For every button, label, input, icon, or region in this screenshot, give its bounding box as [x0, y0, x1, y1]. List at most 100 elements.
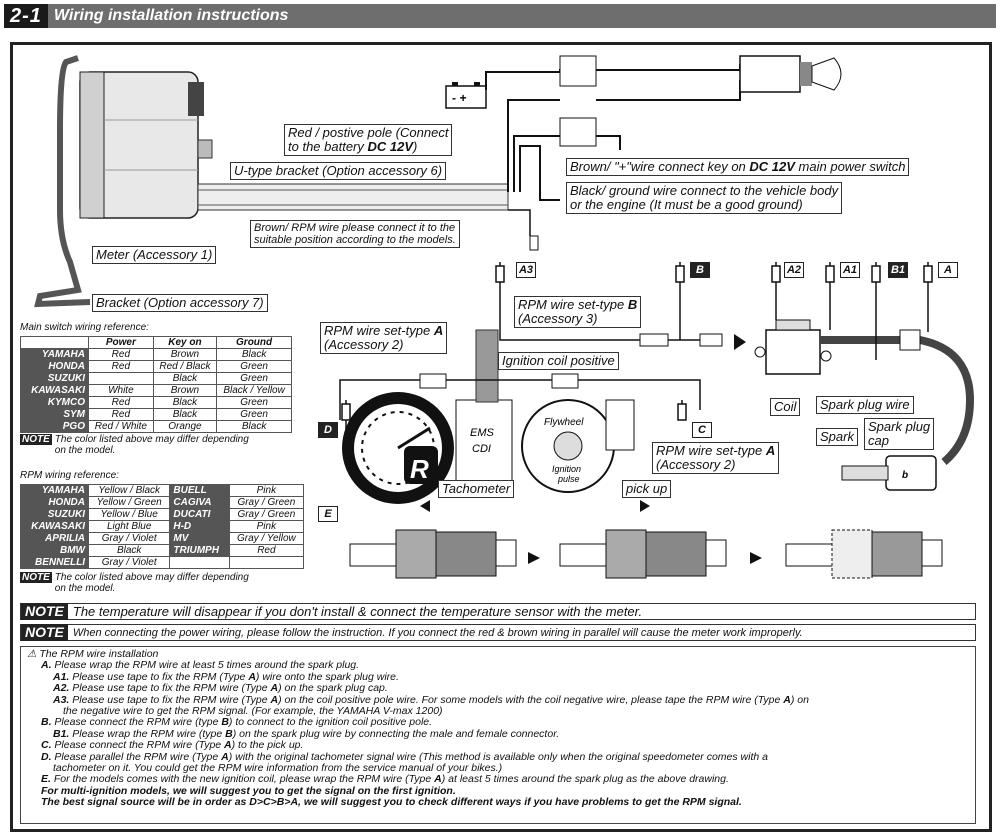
- diagram-frame: [10, 42, 992, 832]
- note-text: on the model.: [54, 583, 116, 594]
- section-header: 2-1 Wiring installation instructions: [4, 4, 996, 28]
- note-badge: NOTE: [20, 434, 52, 445]
- ms-header: Key on: [152, 336, 218, 349]
- ignition-coil: [754, 319, 832, 375]
- instructions-heading: ⚠ The RPM wire installation: [27, 649, 159, 660]
- label-utype-bracket: U-type bracket (Option accessory 6): [230, 162, 447, 180]
- ignition-pulse-label-1: Ignition: [552, 464, 581, 474]
- temperature-note-text: The temperature will disappear if you do…: [72, 604, 643, 619]
- instruction-c: C. Please connect the RPM wire (Type A) …: [41, 740, 304, 752]
- instruction-a3: A3. Please use tape to fix the RPM wire …: [53, 694, 809, 706]
- section-title: Wiring installation instructions: [53, 7, 289, 24]
- coil-drawing-3: [785, 529, 943, 579]
- label-brown-key-wire: Brown/ "+"wire connect key on DC 12V mai…: [566, 158, 910, 176]
- tag-b: B: [690, 262, 710, 278]
- rpm-ref-caption: RPM wiring reference:: [20, 470, 119, 481]
- note-badge: NOTE: [21, 603, 68, 620]
- bracket-shape: [34, 55, 91, 308]
- label-spark: Spark: [816, 428, 858, 446]
- instruction-multi-ignition: For multi-ignition models, we will sugge…: [41, 785, 456, 797]
- main-switch-note: NOTE The color listed above may differ d…: [20, 434, 249, 456]
- note-text: The color listed above may differ depend…: [54, 434, 249, 445]
- tach-letter: R: [410, 454, 429, 484]
- note-badge: NOTE: [21, 624, 68, 641]
- cable-bundle: [197, 183, 509, 211]
- ms-header: Power: [88, 336, 154, 349]
- rpm-instructions: ⚠ The RPM wire installation A. Please wr…: [20, 646, 976, 824]
- label-spark-plug-wire: Spark plug wire: [816, 396, 914, 414]
- coil-drawing-1: [349, 529, 517, 579]
- cdi-label: CDI: [472, 443, 491, 455]
- tag-d: D: [318, 422, 338, 438]
- ignition-pulse-label-2: pulse: [557, 474, 580, 484]
- note-badge: NOTE: [20, 572, 52, 583]
- instruction-a1: A1. Please use tape to fix the RPM (Type…: [53, 671, 399, 683]
- rpm-ref-note: NOTE The color listed above may differ d…: [20, 572, 249, 594]
- flywheel-disc: [521, 399, 635, 493]
- plug-letter: b: [902, 470, 908, 481]
- flywheel-label: Flywheel: [544, 417, 584, 428]
- warning-icon: ⚠: [27, 649, 37, 660]
- label-coil: Coil: [770, 398, 801, 416]
- spark-plug-wire-line: [820, 336, 975, 466]
- instruction-e: E. For the models comes with the new ign…: [41, 774, 729, 786]
- tag-a: A: [938, 262, 958, 278]
- arrow-e-2: [528, 552, 540, 564]
- power-note: NOTE When connecting the power wiring, p…: [20, 624, 976, 641]
- label-red-wire: Red / postive pole (Connect to the batte…: [284, 124, 453, 156]
- battery-symbol: [445, 82, 487, 109]
- label-black-ground: Black/ ground wire connect to the vehicl…: [566, 182, 843, 214]
- ms-header: Ground: [216, 336, 292, 349]
- instruction-d-cont: tachometer on it. You could get the RPM …: [53, 763, 503, 775]
- arrow-e-4: [750, 552, 762, 564]
- wire-harness: [475, 329, 499, 403]
- power-connectors: [529, 55, 597, 251]
- instruction-best-source: The best signal source will be in order …: [41, 797, 742, 809]
- temperature-note: NOTE The temperature will disappear if y…: [20, 603, 976, 620]
- tag-c: C: [692, 422, 712, 438]
- instruction-b1: B1. Please wrap the RPM wire (type B) on…: [53, 728, 560, 740]
- ems-label: EMS: [470, 427, 495, 439]
- ms-header: [20, 336, 89, 349]
- wiring-diagram: - + R EMS CDI Flywheel Ignition pulse: [34, 55, 975, 579]
- meter-body: [79, 71, 213, 219]
- spark-plug-cap-shape: [841, 455, 937, 491]
- arrow-to-coil: [734, 334, 746, 350]
- tag-a2: A2: [784, 262, 804, 278]
- note-text: The color listed above may differ depend…: [54, 572, 249, 583]
- main-switch-caption: Main switch wiring reference:: [20, 322, 149, 333]
- label-tachometer: Tachometer: [438, 480, 515, 498]
- instruction-b: B. Please connect the RPM wire (type B) …: [41, 717, 433, 729]
- tachometer-gauge: [342, 392, 454, 504]
- label-rpm-type-a-right: RPM wire set-type A (Accessory 2): [652, 442, 780, 474]
- arrow-e-3: [640, 500, 650, 512]
- label-rpm-type-a-left: RPM wire set-type A (Accessory 2): [320, 322, 448, 354]
- arrow-e-1: [420, 500, 430, 512]
- section-number: 2-1: [4, 4, 48, 28]
- key-switch: [739, 55, 842, 93]
- tag-a3: A3: [516, 262, 536, 278]
- label-pick-up: pick up: [622, 480, 672, 498]
- tag-b1: B1: [888, 262, 908, 278]
- instruction-a: A. Please wrap the RPM wire at least 5 t…: [41, 660, 360, 672]
- tag-a1: A1: [840, 262, 860, 278]
- instruction-a3-cont: the negative wire to get the RPM signal.…: [63, 706, 443, 718]
- tag-e: E: [318, 506, 338, 522]
- instruction-a2: A2. Please use tape to fix the RPM wire …: [53, 683, 388, 695]
